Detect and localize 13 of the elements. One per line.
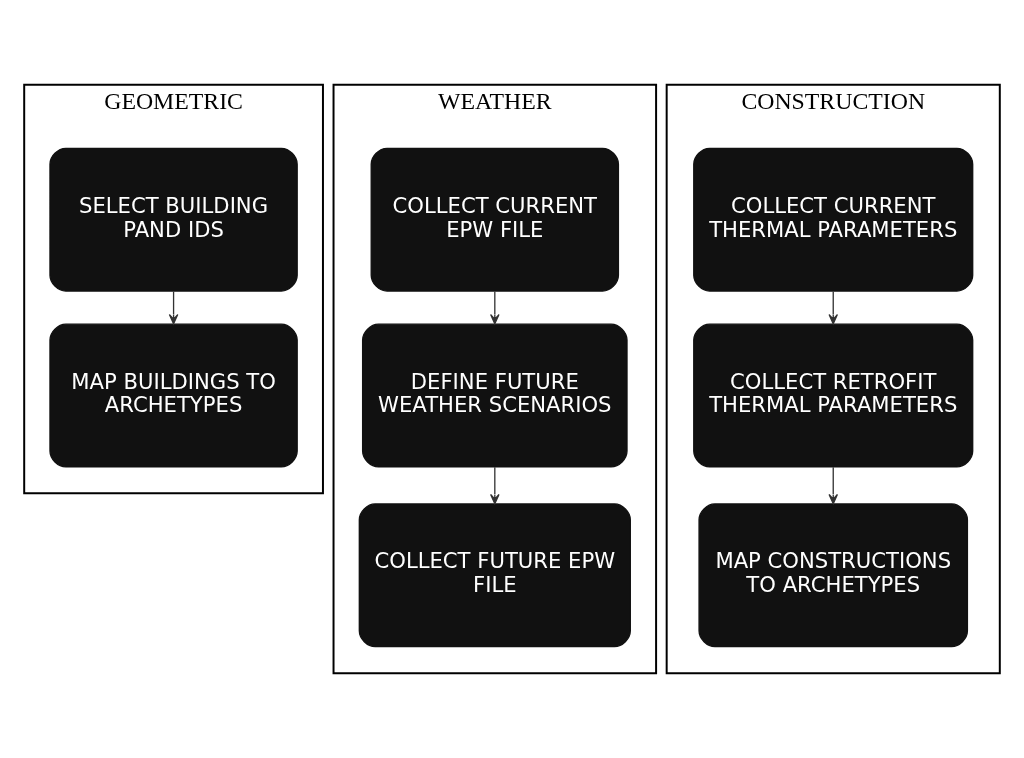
node-box: MAP BUILDINGS TO ARCHETYPES [49,323,298,468]
node-box: DEFINE FUTURE WEATHER SCENARIOS [361,323,628,468]
node-box: COLLECT CURRENT THERMAL PARAMETERS [693,147,974,292]
arrow [828,290,839,325]
node-box: SELECT BUILDING PAND IDS [49,147,298,292]
arrow [490,290,500,325]
arrow [828,466,839,505]
node-box: MAP CONSTRUCTIONS TO ARCHETYPES [698,503,969,648]
node-box: COLLECT FUTURE EPW FILE [358,503,631,648]
node-box: COLLECT RETROFIT THERMAL PARAMETERS [693,323,974,468]
arrow [490,466,500,505]
arrow [168,290,179,325]
node-box: COLLECT CURRENT EPW FILE [370,147,620,292]
